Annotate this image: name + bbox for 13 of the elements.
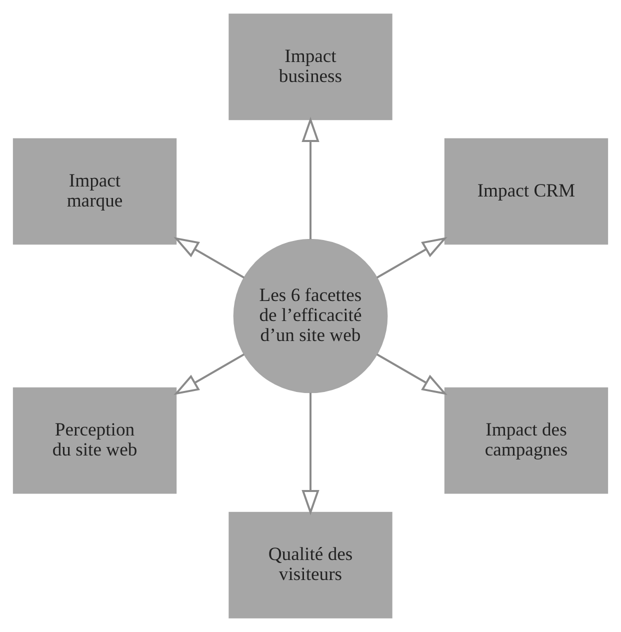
arrow: [174, 354, 245, 396]
arrow: [376, 236, 448, 278]
node-circle: Les 6 facettes de l’efficacité d’un site web: [233, 238, 388, 394]
arrow: [174, 236, 245, 278]
node-box: Impact des campagnes: [444, 387, 608, 494]
arrow: [376, 354, 448, 396]
node-box: Impact business: [228, 14, 392, 120]
node-box: Perception du site web: [12, 387, 177, 494]
node-box: Qualité des visiteurs: [228, 512, 392, 618]
node-box: Impact CRM: [444, 138, 608, 245]
node-box: Impact marque: [12, 138, 177, 245]
arrow: [302, 392, 320, 516]
arrow: [302, 116, 320, 240]
